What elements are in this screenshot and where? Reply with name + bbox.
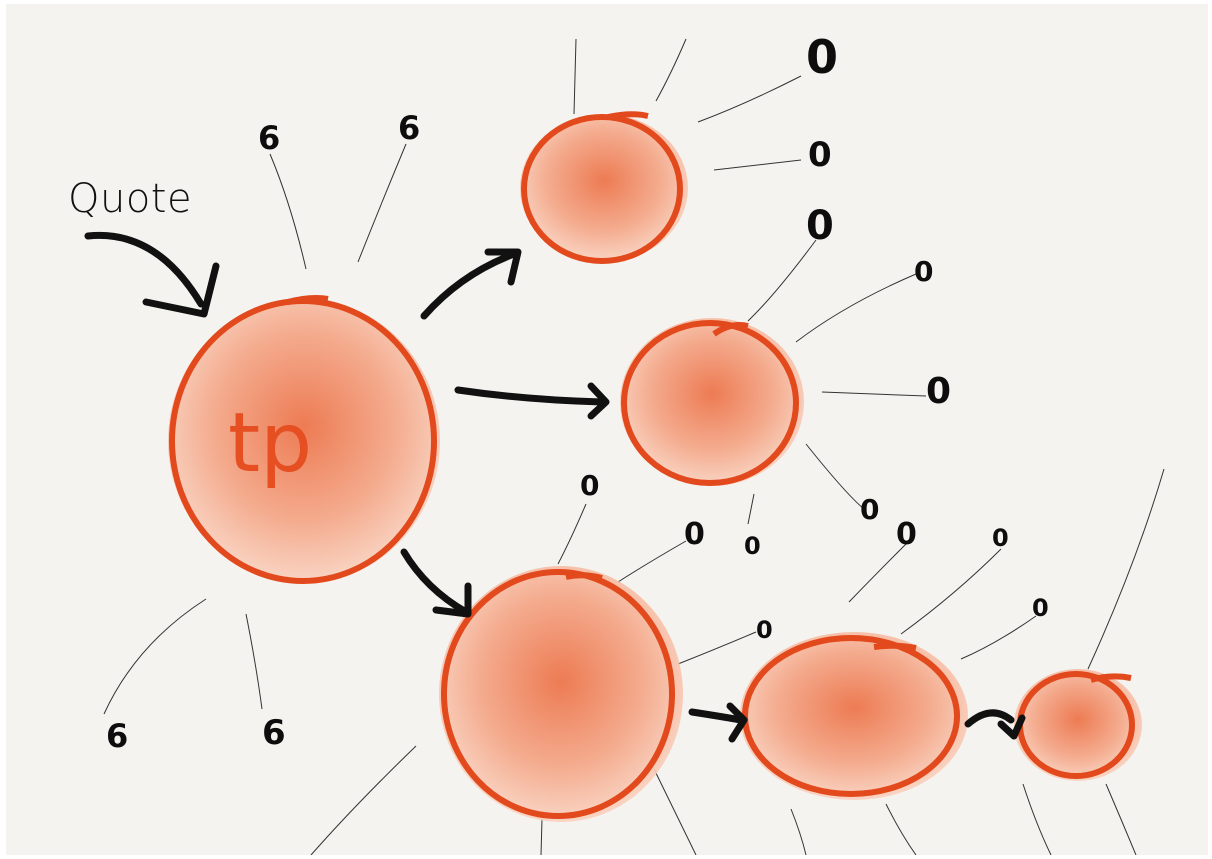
digit-label: 0 — [926, 371, 952, 412]
sketch-canvas: Quote tp 6 6 6 6 0 0 0 0 0 0 0 0 0 0 0 0… — [6, 4, 1208, 855]
arrow-to-middle — [454, 386, 606, 406]
arrow-to-bottom-small — [964, 709, 1015, 728]
digit-label: 0 — [806, 203, 834, 249]
digit-label: 0 — [992, 524, 1009, 552]
digit-label: 0 — [806, 30, 839, 84]
digit-label: 0 — [580, 469, 600, 502]
arrows — [84, 231, 1026, 743]
center-node-label: tp — [228, 396, 313, 491]
digit-label: 6 — [398, 109, 421, 147]
arrow-to-bottom-mid — [688, 708, 745, 724]
node-top — [520, 111, 688, 264]
digit-label: 0 — [1032, 594, 1049, 622]
quote-arrowhead — [142, 262, 220, 318]
digit-label: 0 — [914, 514, 915, 515]
node-bottom-small — [1014, 669, 1142, 781]
digit-label: 0 — [808, 135, 832, 175]
quote-label: Quote — [68, 176, 193, 222]
digit-label: 0 — [756, 616, 773, 644]
digit-label: 0 — [896, 517, 917, 552]
digit-label: 0 — [914, 255, 934, 288]
node-middle — [620, 318, 804, 486]
digit-label: 0 — [684, 517, 705, 552]
digit-label: 0 — [860, 493, 880, 526]
node-main — [168, 295, 440, 584]
arrow-to-top — [420, 250, 518, 320]
diagram-drawing — [84, 38, 1165, 855]
node-bottom-large — [439, 566, 683, 822]
quote-arrow — [84, 231, 205, 308]
digit-label: 6 — [106, 717, 129, 755]
node-bottom-mid — [740, 632, 968, 800]
digit-label: 6 — [262, 713, 286, 753]
digit-label: 6 — [258, 119, 281, 157]
arrow-to-bottom — [400, 548, 470, 616]
connector-lines — [103, 38, 1165, 855]
digit-label: 0 — [744, 532, 761, 560]
